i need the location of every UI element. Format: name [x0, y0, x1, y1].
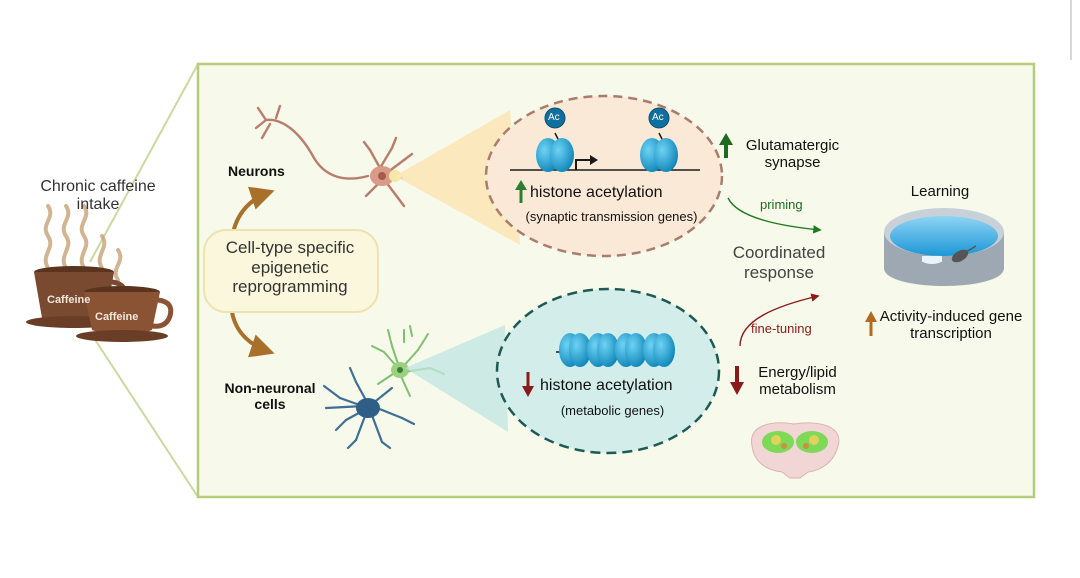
zoom-line-top [89, 63, 199, 263]
neuron-genes-label: (synaptic transmission genes) [525, 209, 698, 224]
acetyl-mark-label: Ac [548, 112, 560, 123]
mouse-icon [951, 249, 969, 263]
acetyl-mark-label: Ac [652, 112, 664, 123]
learning-label: Learning [910, 183, 970, 200]
up-arrow-icon [515, 180, 527, 203]
acetyl-mark-icon [648, 107, 670, 129]
priming-label: priming [760, 197, 803, 212]
priming-arrow [727, 197, 822, 234]
cup-label: Caffeine [95, 311, 139, 323]
up-arrow-icon [865, 311, 877, 336]
fine-tuning-label: fine-tuning [751, 321, 812, 336]
glia-zoom-beam [405, 325, 508, 432]
nucleosome-icon [536, 132, 574, 172]
tss-arrow-icon [575, 159, 592, 170]
glia-chromatin-bubble [495, 287, 721, 455]
reprogramming-box [203, 229, 379, 313]
oligodendrocyte-icon [322, 366, 416, 450]
arrow-to-glia [230, 311, 275, 358]
non-neuronal-label: Non-neuronal cells [224, 380, 316, 413]
neuron-zoom-beam [395, 110, 520, 245]
glutamatergic-label: Glutamatergic synapse [745, 137, 840, 172]
steam-icon [43, 204, 123, 282]
water-maze-icon [884, 208, 1004, 286]
activity-transcription-label: Activity-induced gene transcription [879, 308, 1023, 343]
down-arrow-icon [522, 372, 534, 397]
neuron-histone-label: histone acetylation [530, 184, 663, 201]
source-label: Chronic caffeine intake [40, 178, 156, 214]
neurons-label: Neurons [228, 163, 285, 179]
nucleosome-icon [640, 132, 678, 172]
oligodendrocyte-soma [356, 398, 380, 418]
zoom-line-bottom [89, 331, 199, 498]
down-arrow-icon [730, 366, 744, 395]
glia-genes-label: (metabolic genes) [560, 403, 665, 418]
acetyl-mark-icon [544, 107, 566, 129]
brain-section-icon [751, 422, 840, 479]
coffee-cup-icon [76, 286, 174, 342]
glia-histone-label: histone acetylation [540, 377, 673, 394]
fine-tuning-arrow [739, 293, 820, 347]
neuron-chromatin-bubble [484, 94, 724, 258]
neuron-icon [254, 104, 414, 208]
compact-chromatin-icon [559, 333, 675, 367]
cup-label: Caffeine [47, 294, 91, 306]
energy-metabolism-label: Energy/lipid metabolism [758, 364, 837, 399]
reprogramming-label: Cell-type specific epigenetic reprogramm… [225, 238, 355, 297]
coordinated-response-label: Coordinated response [732, 243, 826, 282]
up-arrow-icon [719, 133, 733, 158]
